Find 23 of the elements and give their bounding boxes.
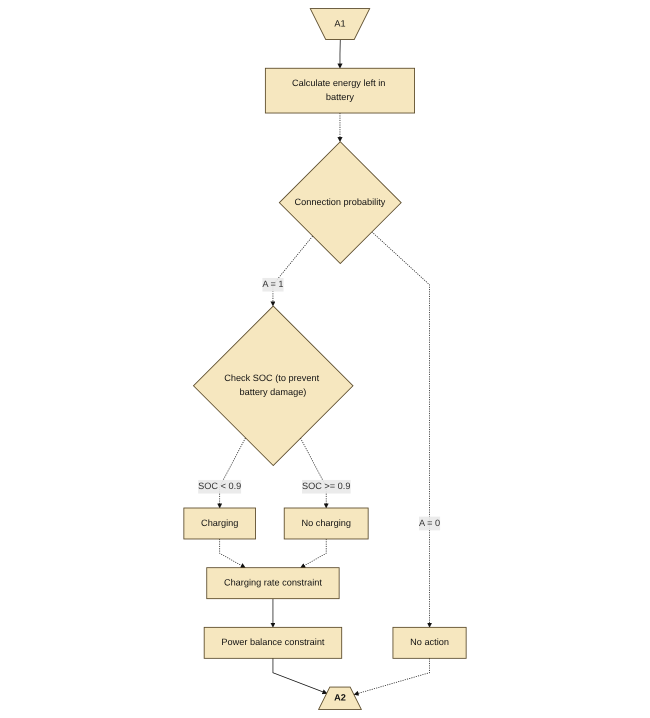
node-diamond: Check SOC (to prevent battery damage) [192, 305, 354, 466]
arrow [371, 231, 432, 628]
arrow [270, 598, 276, 628]
arrow [337, 112, 342, 142]
node-box: Power balance constraint [204, 626, 342, 659]
edge-label: A = 0 [418, 518, 440, 528]
arrow [217, 438, 246, 508]
edge-label: A = 1 [262, 280, 284, 290]
node-box: No charging [284, 508, 369, 540]
edge-label: SOC >= 0.9 [302, 482, 350, 492]
node-box: Calculate energy left in battery [264, 68, 415, 114]
arrow [354, 658, 430, 696]
arrow [270, 236, 313, 306]
node-box: No action [392, 626, 467, 659]
node-box: Charging [183, 508, 256, 540]
node-diamond: Connection probability [278, 141, 402, 264]
arrow [337, 40, 342, 68]
arrow [272, 658, 328, 694]
arrow [300, 438, 329, 508]
arrow [219, 538, 246, 568]
arrow [300, 538, 327, 568]
node-box: Charging rate constraint [206, 567, 340, 600]
edge-label: SOC < 0.9 [198, 482, 242, 492]
